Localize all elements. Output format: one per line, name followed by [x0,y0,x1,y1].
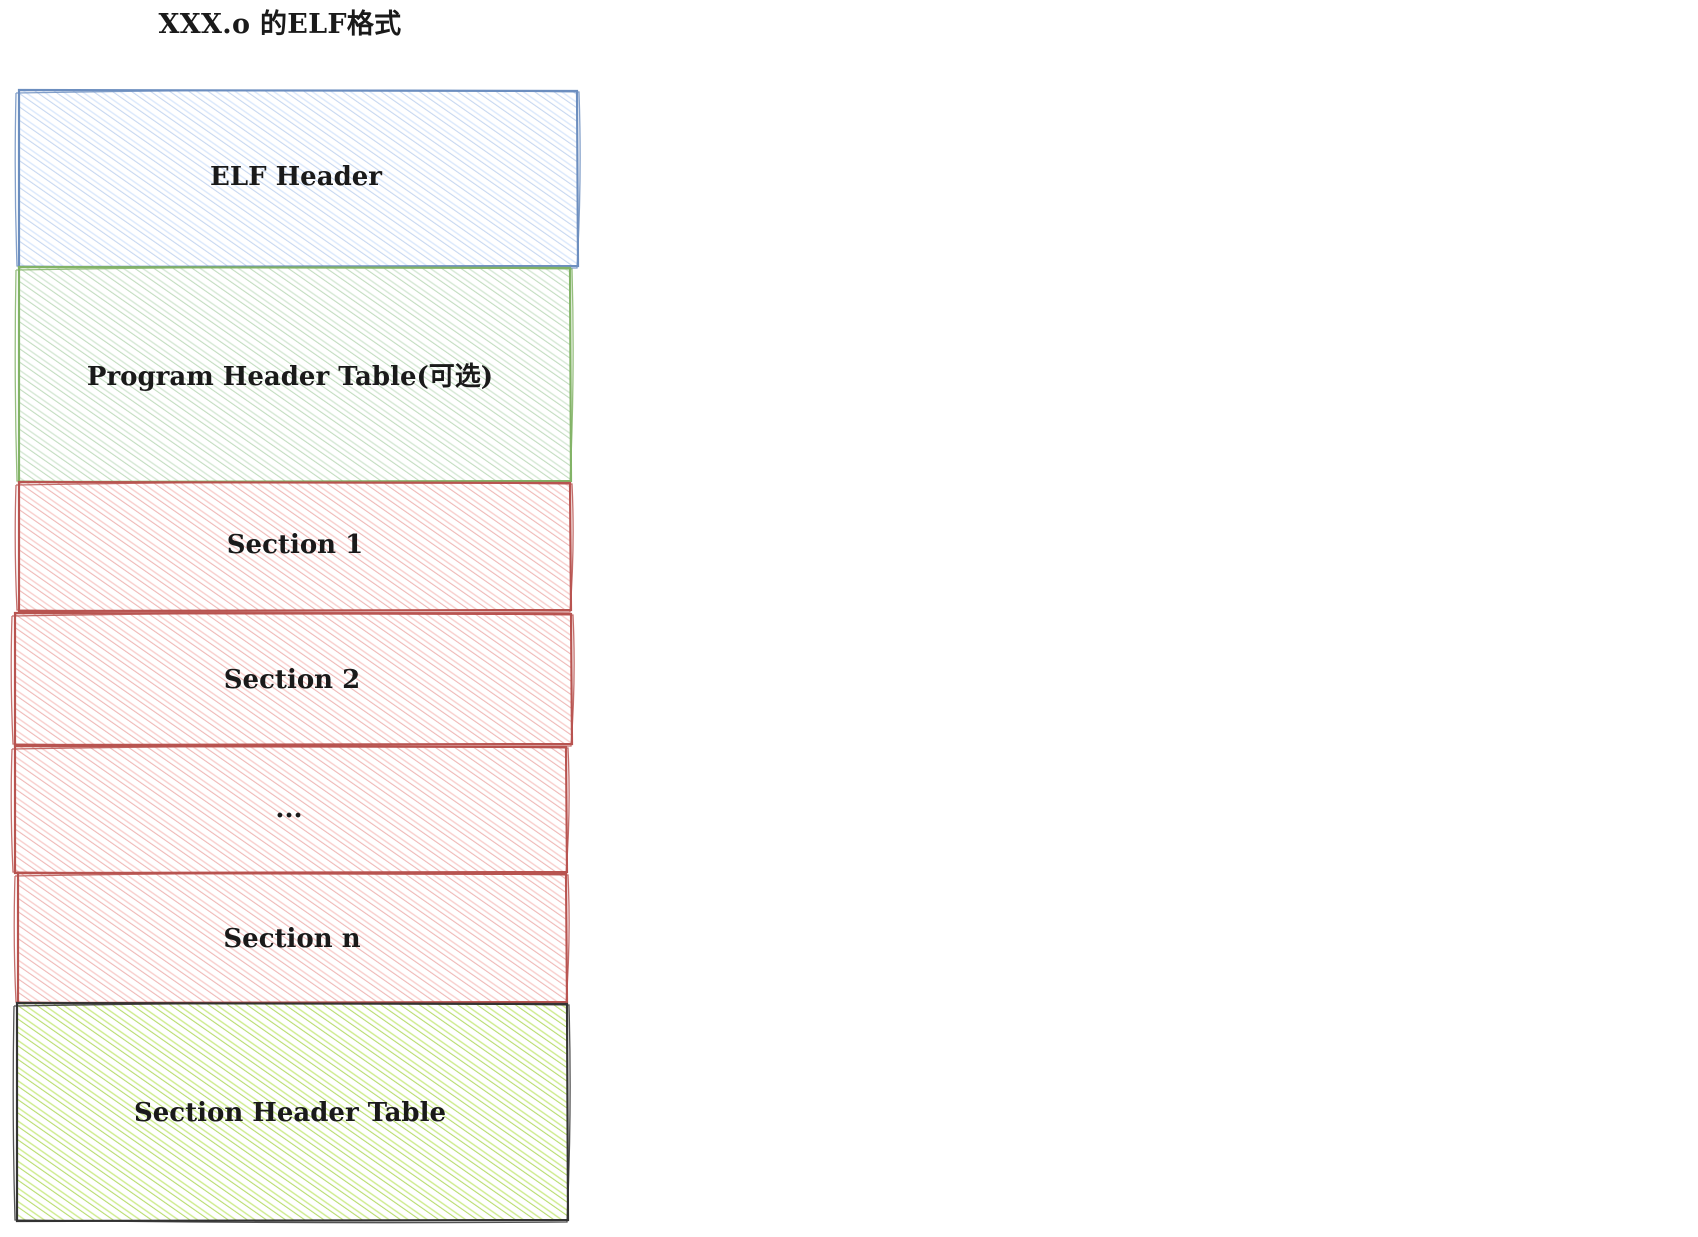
block-fill [14,746,567,873]
block-fill [18,267,571,482]
block-label-section-2: Section 2 [224,665,360,695]
block-label-section-1: Section 1 [227,530,363,560]
diagram-title: XXX.o 的ELF格式 [158,9,402,40]
block-fill [16,1003,568,1221]
block-label-section-header-table: Section Header Table [134,1098,446,1128]
block-outline-sketch [12,1002,571,1224]
block-label-section-n: Section n [223,924,360,954]
block-label-section-ellipsis: ... [275,794,302,824]
block-section-header-table: Section Header Table [12,1001,571,1224]
block-label-program-header-table: Program Header Table(可选) [87,362,493,392]
block-outline-sketch [14,89,581,270]
block-outline-sketch [10,612,575,748]
block-fill [17,873,567,1003]
block-fill [14,613,572,745]
block-outline-sketch [14,481,574,614]
block-label-elf-header: ELF Header [210,162,382,192]
block-fill [18,482,571,611]
block-program-header-table: Program Header Table(可选) [14,265,574,485]
block-section-2: Section 2 [10,611,575,748]
block-fill [18,90,578,267]
block-section-1: Section 1 [14,480,574,614]
block-section-n: Section n [13,871,570,1006]
block-elf-header: ELF Header [14,88,581,270]
block-section-ellipsis: ... [10,744,570,876]
